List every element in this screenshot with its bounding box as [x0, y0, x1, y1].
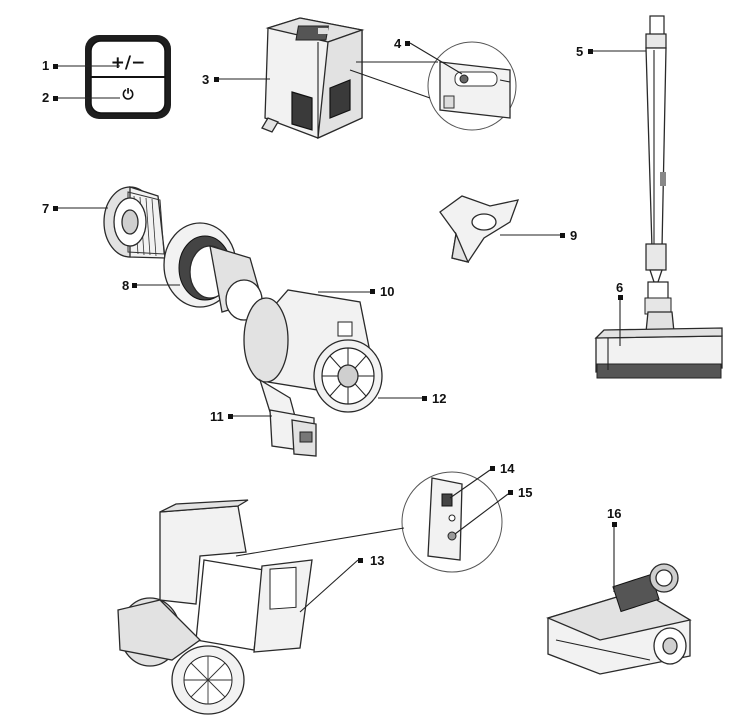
callout-9: 9: [500, 228, 577, 243]
main-body-handle: [117, 499, 313, 715]
callout-3: 3: [202, 72, 270, 87]
extension-tube: [645, 15, 667, 283]
label-7: 7: [42, 201, 49, 216]
callout-7: 7: [42, 201, 108, 216]
cyclone-separator: [163, 222, 263, 321]
multi-tool: [439, 195, 520, 263]
callout-4: 4: [394, 36, 463, 75]
label-12: 12: [432, 391, 446, 406]
label-16: 16: [607, 506, 621, 521]
handle-connector: [269, 409, 317, 457]
label-6: 6: [616, 280, 623, 295]
callout-6: 6: [616, 280, 623, 346]
charging-port-detail: [235, 471, 503, 573]
callout-14: 14: [449, 461, 515, 499]
label-15: 15: [518, 485, 532, 500]
callout-8: 8: [122, 278, 180, 293]
label-1: 1: [42, 58, 49, 73]
callout-2: 2: [42, 90, 120, 105]
battery-pack: [261, 17, 365, 140]
mini-turbo-brush: [546, 563, 692, 675]
label-8: 8: [122, 278, 129, 293]
callout-12: 12: [378, 391, 446, 406]
release-button-detail: [349, 41, 517, 131]
label-10: 10: [380, 284, 394, 299]
control-panel: +/− ⏻: [85, 35, 171, 119]
label-11: 11: [210, 409, 224, 424]
floor-brush: [594, 281, 723, 379]
label-3: 3: [202, 72, 209, 87]
motor-fan-cover: [313, 339, 383, 413]
power-icon: ⏻: [122, 87, 133, 103]
label-13: 13: [370, 553, 384, 568]
hepa-filter: [103, 186, 166, 259]
callout-10: 10: [318, 284, 394, 299]
label-9: 9: [570, 228, 577, 243]
label-2: 2: [42, 90, 49, 105]
label-4: 4: [394, 36, 402, 51]
label-5: 5: [576, 44, 583, 59]
label-14: 14: [500, 461, 515, 476]
callout-11: 11: [210, 409, 272, 424]
callout-1: 1: [42, 58, 120, 73]
callout-16: 16: [607, 506, 621, 592]
callout-5: 5: [576, 44, 646, 59]
plus-minus-button-label: +/−: [111, 53, 146, 73]
callout-13: 13: [299, 553, 384, 613]
callout-15: 15: [454, 485, 532, 535]
